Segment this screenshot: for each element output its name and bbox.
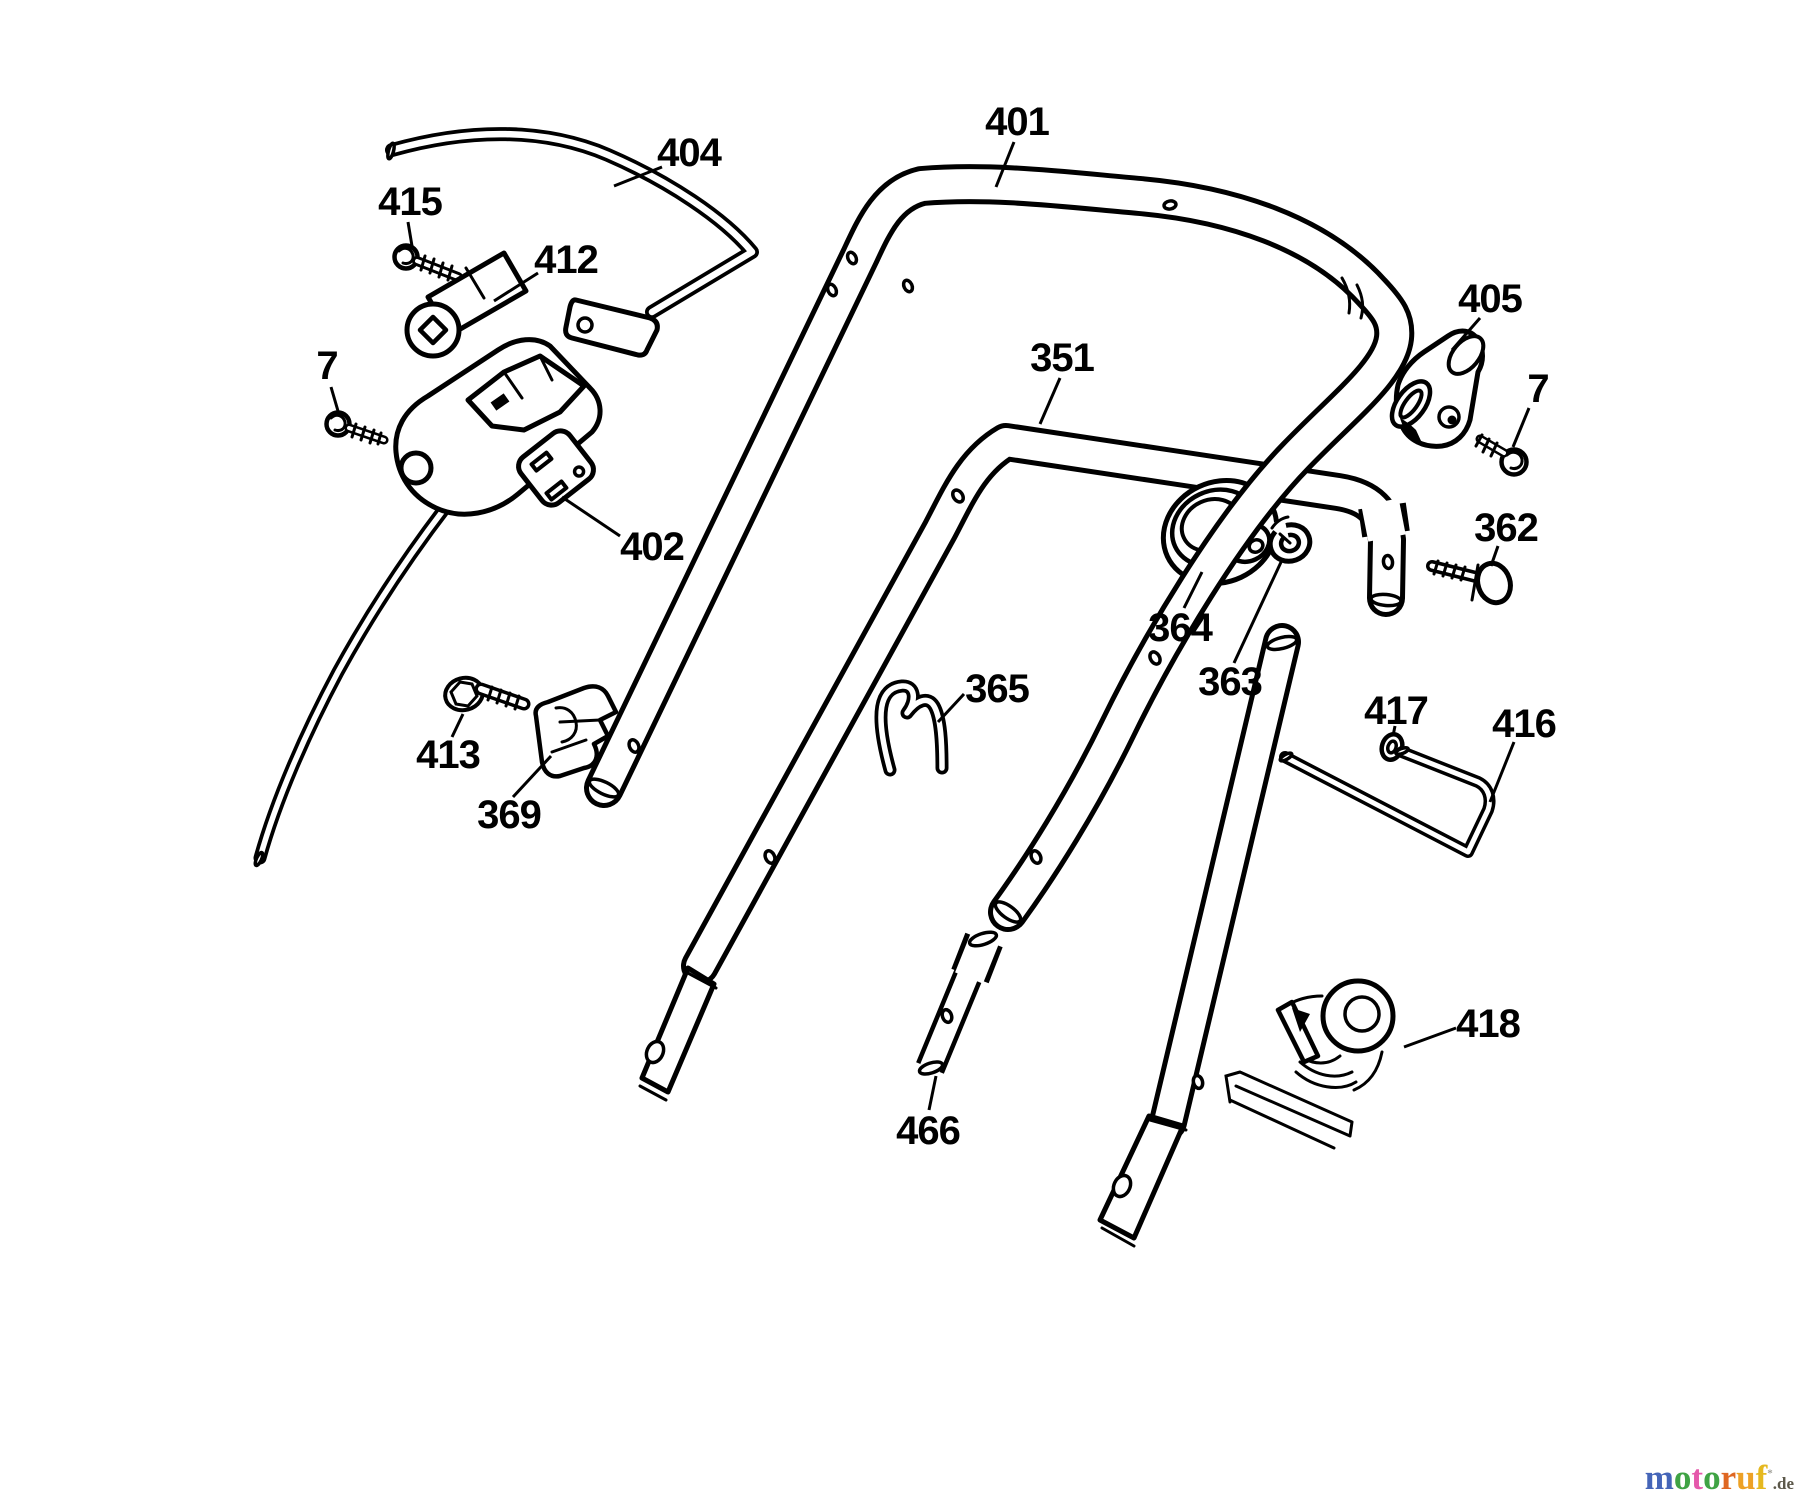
part-401-upper-handle-drawing	[584, 164, 1415, 932]
part-label-418: 418	[1456, 1002, 1520, 1046]
part-label-466: 466	[896, 1109, 960, 1153]
leader-line-363	[1232, 559, 1284, 664]
watermark-logo[interactable]: motoruf*.de	[1645, 1460, 1794, 1495]
leader-line-362	[1489, 545, 1500, 567]
part-label-417: 417	[1364, 689, 1428, 733]
watermark-letter: r	[1720, 1458, 1737, 1497]
watermark-letter: f	[1755, 1458, 1768, 1497]
part-label-7-left: 7	[316, 344, 337, 388]
part-label-405: 405	[1458, 277, 1522, 321]
part-label-351: 351	[1030, 336, 1094, 380]
part-405-clamp-drawing	[1389, 328, 1486, 449]
part-label-402: 402	[620, 525, 684, 569]
leader-line-413	[450, 713, 465, 738]
part-label-415: 415	[378, 180, 442, 224]
part-418-bracket-drawing	[1224, 978, 1396, 1150]
part-466-tube-drawing	[916, 930, 1003, 1076]
part-369-clamp-drawing	[533, 684, 619, 779]
watermark-mark: *	[1767, 1467, 1773, 1480]
part-label-7-right: 7	[1527, 367, 1548, 411]
leader-line-415	[406, 221, 414, 247]
leader-line-412	[493, 271, 539, 303]
leader-line-7-right	[1511, 407, 1531, 448]
leader-line-369	[511, 754, 553, 799]
part-365-clip-drawing	[874, 679, 949, 777]
leader-line-466	[927, 1075, 938, 1111]
leader-line-416	[1488, 741, 1516, 803]
part-label-404: 404	[657, 131, 722, 175]
leader-line-401	[994, 141, 1016, 188]
part-label-413: 413	[416, 733, 480, 777]
part-label-365: 365	[965, 667, 1029, 711]
callout-layer: 404 415 412 7 402 413 369 401 351 365 364 363 405 7 36…	[316, 100, 1557, 1153]
watermark-letter: t	[1691, 1458, 1704, 1497]
watermark-letter: m	[1644, 1458, 1674, 1497]
part-label-412: 412	[534, 238, 598, 282]
part-label-363: 363	[1198, 660, 1262, 704]
leader-line-365	[936, 692, 966, 724]
leader-line-402	[561, 495, 621, 538]
part-413-bolt-drawing	[443, 675, 531, 713]
part-label-401: 401	[985, 100, 1049, 144]
watermark-letter: u	[1736, 1458, 1756, 1497]
leader-line-364	[1182, 571, 1204, 609]
part-351-lower-handle-drawing	[638, 423, 1410, 1248]
part-label-369: 369	[477, 793, 541, 837]
part-label-364: 364	[1148, 606, 1213, 650]
part-7-left-screw-drawing	[324, 410, 389, 446]
leader-line-417	[1391, 725, 1397, 737]
part-404-wire-drawing	[385, 127, 759, 358]
part-415-screw-drawing	[392, 243, 463, 282]
part-7-right-screw-drawing	[1474, 433, 1529, 477]
part-416-rod-drawing	[1278, 746, 1496, 858]
leader-line-404	[613, 165, 663, 188]
watermark-letter: o	[1703, 1458, 1721, 1497]
watermark-letter: o	[1673, 1458, 1692, 1497]
part-362-bolt-drawing	[1426, 559, 1513, 606]
part-363-snap-ring-drawing	[1267, 515, 1313, 564]
leader-line-418	[1403, 1026, 1457, 1049]
leader-line-7-left	[329, 386, 340, 412]
part-402-switch-drawing	[253, 337, 603, 868]
part-label-416: 416	[1492, 702, 1556, 746]
leader-line-405	[1450, 317, 1482, 351]
leader-line-351	[1038, 377, 1062, 425]
watermark-suffix: .de	[1772, 1474, 1794, 1493]
part-412-eyelet-drawing	[404, 250, 529, 359]
part-label-362: 362	[1474, 506, 1538, 550]
